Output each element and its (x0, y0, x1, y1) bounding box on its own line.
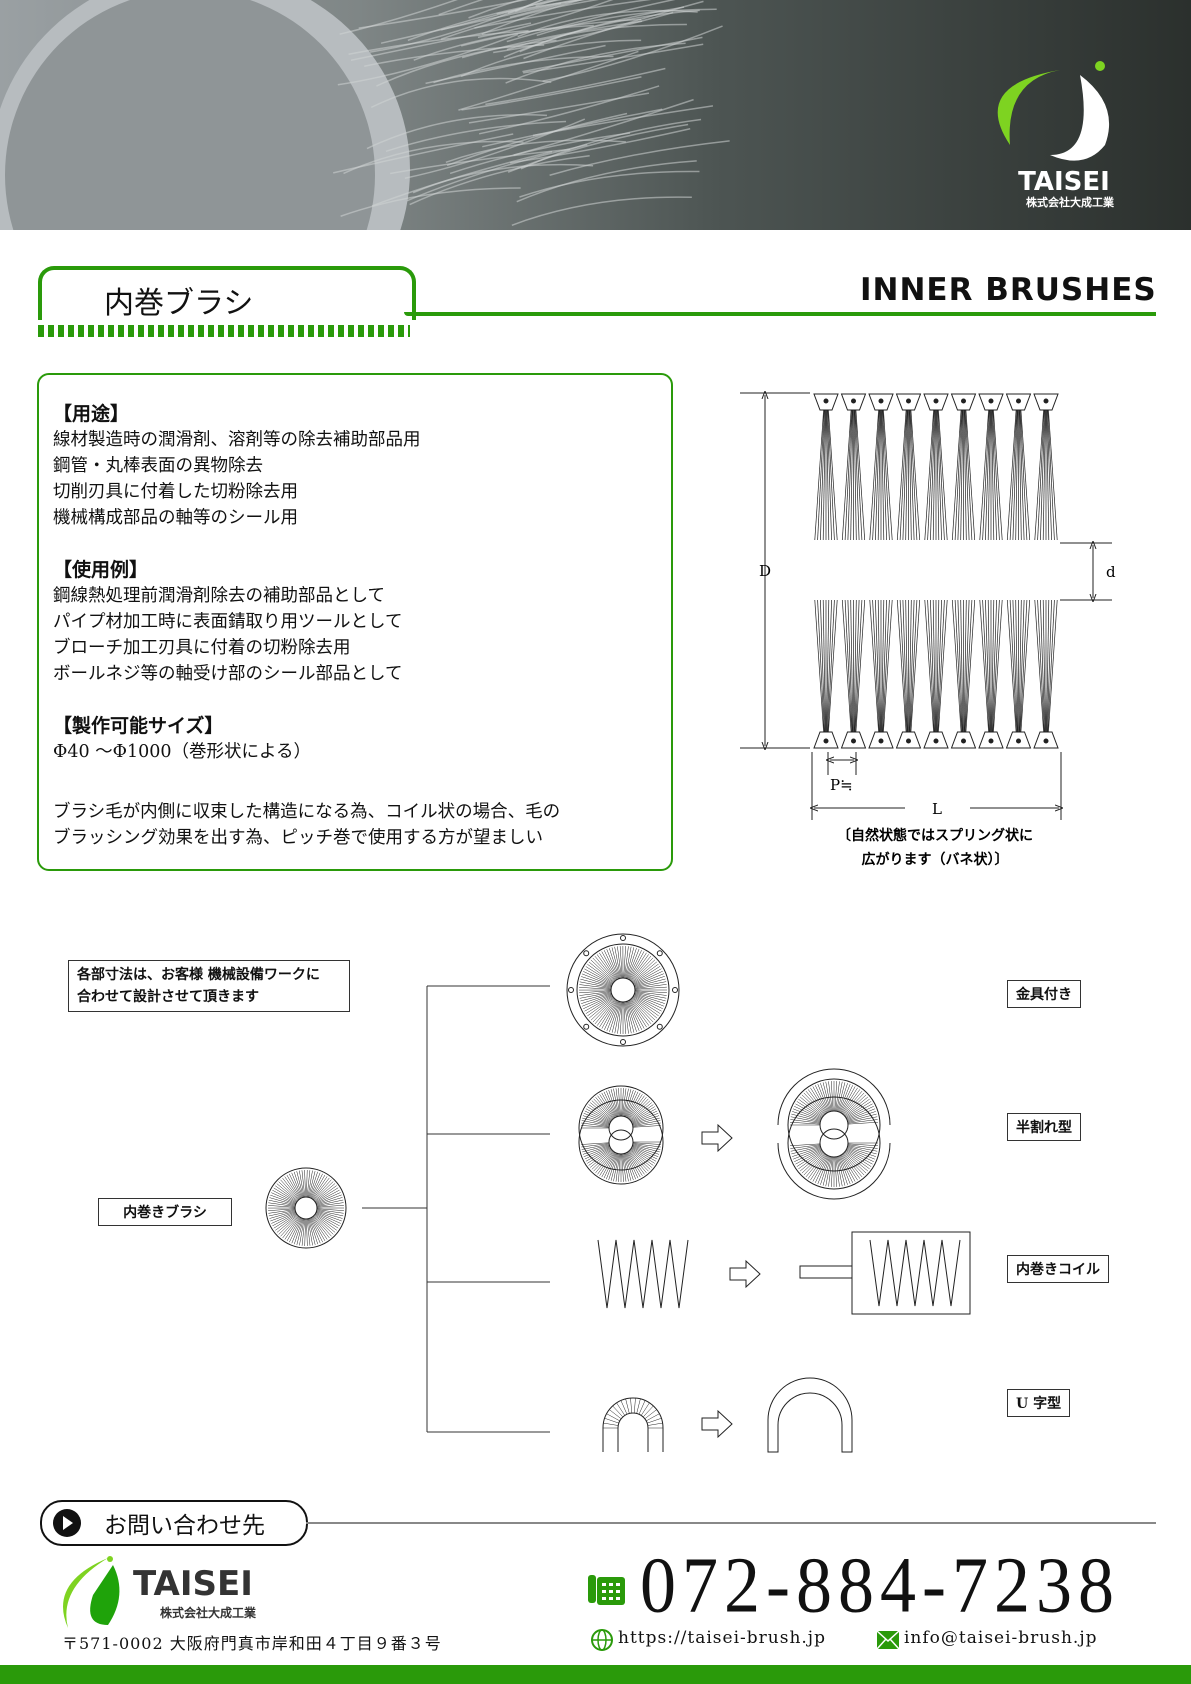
caption-line: 広がります（バネ状）〕 (862, 851, 1009, 868)
type-label-split: 半割れ型 (1007, 1113, 1081, 1141)
u-brush (603, 1398, 663, 1452)
label-D: D (759, 562, 771, 580)
caption-line: 〔自然状態ではスプリング状に (837, 827, 1033, 844)
website-link[interactable]: https://taisei-brush.jp (618, 1628, 826, 1648)
brush-tuft (897, 394, 921, 748)
arrow-icon (702, 1125, 732, 1151)
globe-icon (590, 1628, 614, 1652)
flow-connectors (362, 986, 550, 1432)
brush-tuft (842, 394, 866, 748)
brush-tuft (952, 394, 976, 748)
type-label-u: U 字型 (1007, 1389, 1070, 1417)
type-label-coil: 内巻きコイル (1007, 1255, 1109, 1283)
design-note-line: 各部寸法は、お客様 機械設備ワークに (77, 964, 341, 986)
brush-tuft (814, 394, 838, 748)
arrow-icon (702, 1411, 732, 1437)
type-label-fitting: 金具付き (1007, 980, 1081, 1008)
play-icon (52, 1508, 82, 1538)
footer-bar (0, 1665, 1191, 1684)
flow-illustrations (266, 934, 970, 1452)
brush-ring (266, 1168, 346, 1248)
brush-tuft (869, 394, 893, 748)
taisei-logo: TAISEI 株式会社大成工業 (58, 1553, 318, 1628)
label-P: P≒ (830, 776, 853, 794)
phone-icon (588, 1573, 626, 1607)
email-link[interactable]: info@taisei-brush.jp (904, 1628, 1097, 1648)
design-note-box: 各部寸法は、お客様 機械設備ワークに 合わせて設計させて頂きます (68, 960, 350, 1012)
divider (306, 1522, 1156, 1524)
source-label: 内巻きブラシ (98, 1198, 232, 1226)
contact-heading: お問い合わせ先 (104, 1506, 265, 1540)
label-d: d (1106, 563, 1116, 581)
dimension-diagram (740, 393, 1112, 820)
arrow-icon (730, 1261, 760, 1287)
svg-text:TAISEI: TAISEI (133, 1564, 253, 1604)
phone-number[interactable]: 072-884-7238 (640, 1540, 1120, 1631)
brush-tuft (924, 394, 948, 748)
brush-tuft (1007, 394, 1031, 748)
label-L: L (932, 800, 942, 818)
brush-tuft (1034, 394, 1058, 748)
design-note-line: 合わせて設計させて頂きます (77, 986, 341, 1008)
brush-tuft (979, 394, 1003, 748)
coil (598, 1240, 688, 1308)
mail-icon (876, 1630, 900, 1650)
address: 〒571-0002 大阪府門真市岸和田４丁目９番３号 (62, 1630, 442, 1654)
svg-text:株式会社大成工業: 株式会社大成工業 (160, 1605, 257, 1620)
brush-ring (567, 934, 679, 1046)
u-brush-fitted (768, 1378, 852, 1452)
